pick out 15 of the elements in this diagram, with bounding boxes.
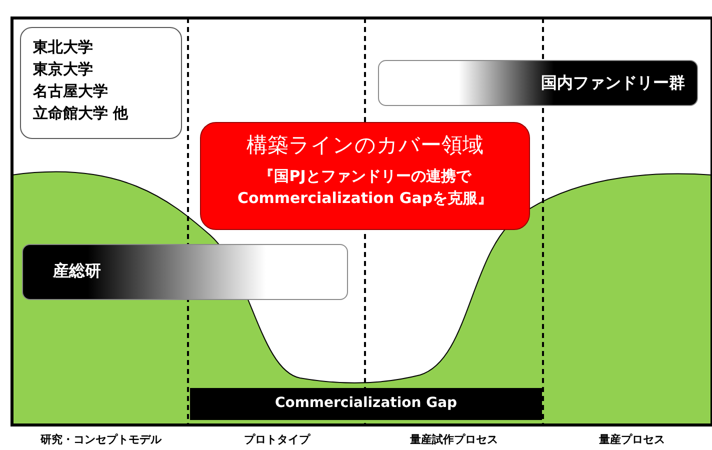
member-list-box [20, 27, 182, 139]
phase-label: プロトタイプ [243, 432, 312, 447]
phase-label: 研究・コンセプトモデル [39, 432, 162, 447]
member-name: 東北大学 [33, 37, 94, 58]
member-name: 立命館大学 他 [33, 103, 130, 124]
commercialization-gap-bar: Commercialization Gap [190, 388, 542, 420]
research-institute-bar: 産総研 [22, 244, 348, 300]
member-name: 東京大学 [33, 59, 94, 80]
member-name: 名古屋大学 [33, 81, 109, 102]
phase-label: 量産試作プロセス [409, 432, 499, 447]
foundry-group-bar: 国内ファンドリー群 [378, 60, 698, 106]
callout-heading: 構築ラインのカバー領域 [246, 132, 484, 159]
callout-text: 『国PJとファンドリーの連携で Commercialization Gapを克服』 [236, 166, 494, 209]
phase-label: 量産プロセス [598, 432, 666, 447]
coverage-callout-box [200, 122, 530, 230]
